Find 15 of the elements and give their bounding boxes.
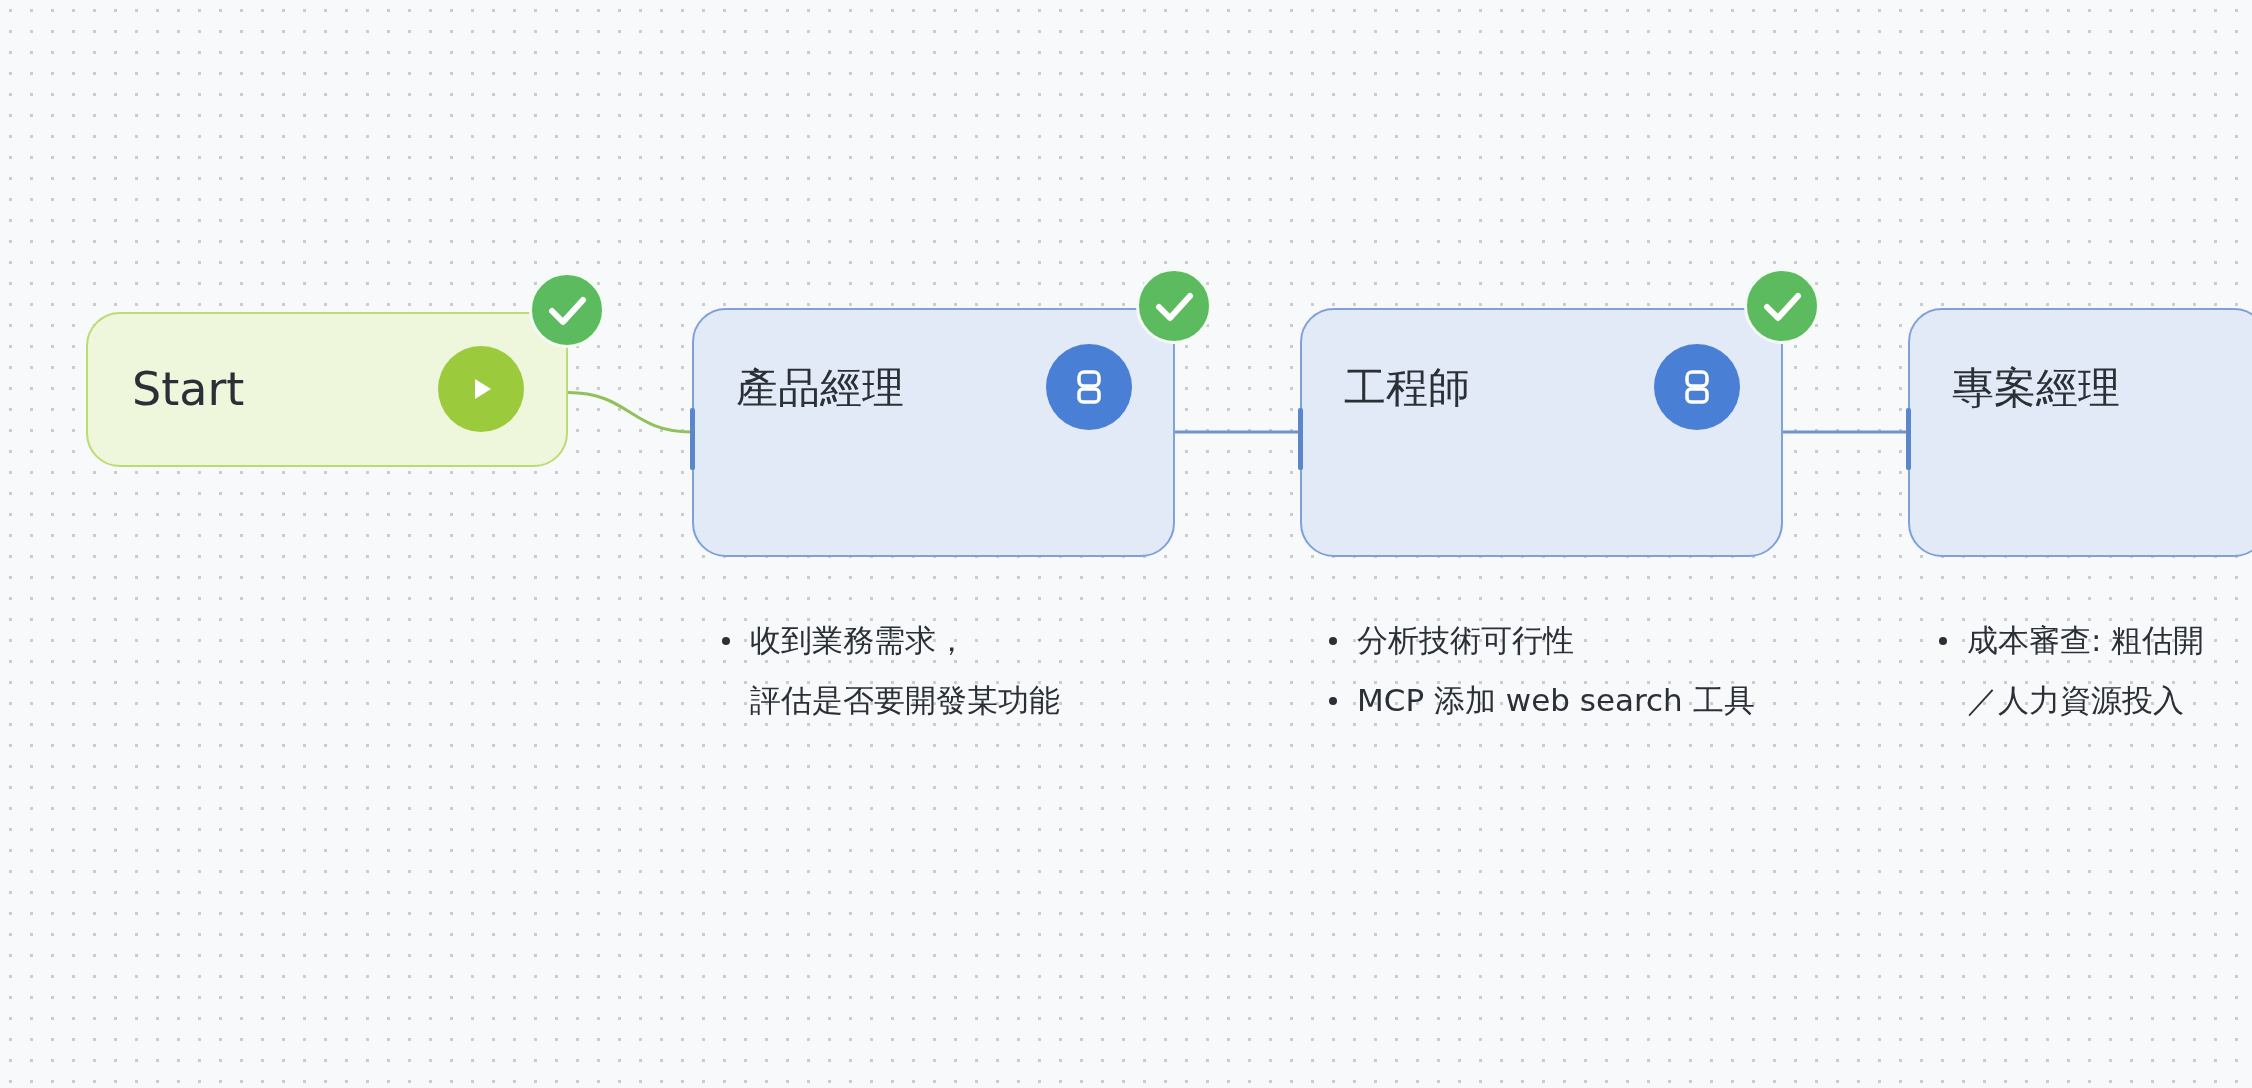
connector-line bbox=[1783, 430, 1908, 434]
node-title: Start bbox=[132, 362, 245, 416]
agent-box bbox=[1300, 308, 1783, 557]
agent-box bbox=[692, 308, 1175, 557]
bullet-text: MCP 添加 web search 工具 bbox=[1357, 681, 1755, 720]
bullet-text: 成本審查: 粗估開／人力資源投入 bbox=[1967, 621, 2205, 720]
node-title: 產品經理 bbox=[736, 362, 904, 414]
agent-box bbox=[1908, 308, 2252, 557]
connector-line bbox=[1175, 430, 1300, 434]
bullet-text: 收到業務需求，評估是否要開發某功能 bbox=[750, 621, 1060, 720]
node-title: 工程師 bbox=[1344, 362, 1470, 414]
start-box bbox=[86, 312, 568, 467]
node-title: 專案經理 bbox=[1952, 362, 2120, 414]
bullet-text: 分析技術可行性 bbox=[1357, 621, 1574, 660]
connector-line bbox=[567, 391, 693, 434]
